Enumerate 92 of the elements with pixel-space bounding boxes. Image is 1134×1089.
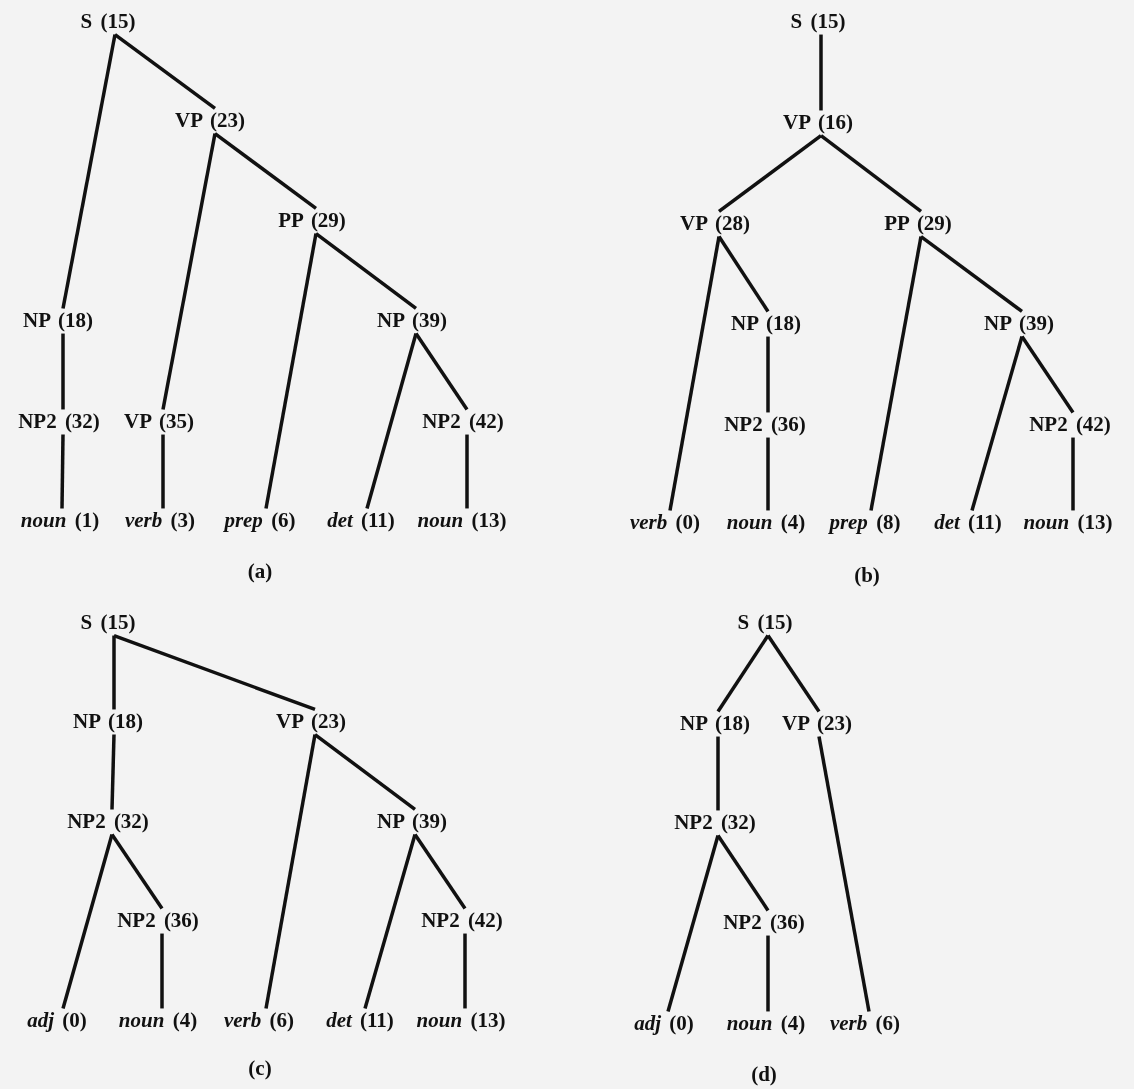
tree-branch-line: [666, 835, 720, 1012]
tree-node-label: VP (23): [274, 710, 348, 734]
tree-node-label: verb (3): [123, 509, 197, 533]
tree-node-label: VP (23): [780, 712, 854, 736]
tree-node-label: PP (29): [277, 209, 347, 233]
tree-node-label: NP2 (36): [722, 911, 806, 935]
tree-branch-line: [314, 232, 418, 310]
tree-node-label: prep (6): [223, 509, 297, 533]
tree-node-label: adj (0): [633, 1012, 695, 1036]
tree-node-label: adj (0): [26, 1009, 88, 1033]
subfigure-caption: (c): [247, 1057, 273, 1081]
tree-node-label: noun (1): [19, 509, 101, 533]
tree-node-label: NP2 (32): [673, 811, 757, 835]
tree-node-label: S (15): [79, 10, 137, 34]
tree-node-label: S (15): [736, 611, 794, 635]
tree-branch-line: [1020, 335, 1075, 414]
tree-branch-line: [819, 134, 923, 213]
tree-branch-line: [414, 332, 469, 411]
tree-node-label: NP (39): [375, 810, 449, 834]
tree-branch-line: [817, 736, 871, 1012]
tree-node-label: NP2 (42): [420, 909, 504, 933]
tree-node-label: PP (29): [883, 212, 953, 236]
tree-branch-line: [716, 634, 770, 713]
tree-branch-line: [716, 736, 720, 811]
tree-node-label: det (11): [325, 1009, 395, 1033]
tree-node-label: S (15): [79, 611, 137, 635]
tree-node-label: NP (18): [729, 312, 803, 336]
tree-branch-line: [970, 336, 1024, 511]
tree-branch-line: [819, 34, 823, 111]
tree-node-label: VP (23): [173, 109, 247, 133]
tree-node-label: VP (35): [122, 410, 196, 434]
tree-branch-line: [110, 833, 164, 910]
tree-node-label: noun (13): [1022, 511, 1114, 535]
tree-branch-line: [717, 134, 823, 213]
tree-node-label: det (11): [326, 509, 396, 533]
tree-branch-line: [463, 933, 467, 1009]
tree-node-label: verb (6): [222, 1009, 296, 1033]
tree-branch-line: [766, 634, 821, 713]
tree-branch-line: [61, 834, 114, 1009]
tree-branch-line: [61, 333, 65, 410]
tree-node-label: NP2 (36): [116, 909, 200, 933]
subfigure-caption: (b): [853, 564, 881, 588]
tree-branch-line: [766, 336, 770, 413]
tree-branch-line: [60, 434, 65, 509]
tree-branch-line: [365, 333, 418, 509]
tree-branch-line: [264, 734, 317, 1009]
tree-branch-line: [766, 437, 770, 511]
tree-node-label: verb (0): [628, 511, 702, 535]
tree-branch-line: [668, 236, 721, 511]
tree-branch-line: [113, 633, 316, 712]
tree-branch-line: [160, 933, 164, 1009]
tree-branch-line: [363, 834, 417, 1009]
tree-node-label: prep (8): [828, 511, 902, 535]
tree-node-label: NP2 (32): [66, 810, 150, 834]
tree-node-label: noun (13): [415, 1009, 507, 1033]
tree-node-label: NP2 (32): [17, 410, 101, 434]
tree-node-label: NP2 (42): [1028, 413, 1112, 437]
tree-branch-line: [213, 132, 318, 210]
tree-branch-line: [112, 635, 116, 710]
tree-node-label: VP (16): [781, 111, 855, 135]
tree-node-label: noun (4): [725, 511, 807, 535]
tree-branch-line: [716, 834, 770, 912]
tree-node-label: noun (4): [117, 1009, 199, 1033]
tree-branch-line: [465, 434, 469, 509]
tree-node-label: NP (18): [21, 309, 95, 333]
tree-node-label: VP (28): [678, 212, 752, 236]
tree-branch-line: [61, 34, 117, 309]
tree-branch-line: [161, 133, 217, 410]
tree-node-label: noun (4): [725, 1012, 807, 1036]
tree-branch-line: [313, 733, 417, 811]
tree-branch-line: [1071, 437, 1075, 511]
tree-node-label: NP (39): [982, 312, 1056, 336]
tree-branch-line: [413, 833, 467, 910]
tree-branch-line: [113, 33, 217, 110]
tree-branch-line: [766, 935, 770, 1012]
tree-branch-line: [161, 434, 165, 509]
tree-node-label: verb (6): [828, 1012, 902, 1036]
tree-node-label: NP2 (36): [723, 413, 807, 437]
tree-branch-line: [869, 236, 923, 511]
tree-node-label: S (15): [789, 10, 847, 34]
tree-branch-line: [264, 233, 318, 509]
tree-branch-line: [110, 734, 116, 810]
tree-node-label: NP (39): [375, 309, 449, 333]
tree-node-label: noun (13): [416, 509, 508, 533]
tree-branch-line: [717, 235, 770, 313]
tree-branch-line: [919, 235, 1024, 313]
tree-node-label: NP (18): [678, 712, 752, 736]
tree-node-label: det (11): [933, 511, 1003, 535]
tree-node-label: NP (18): [71, 710, 145, 734]
subfigure-caption: (d): [750, 1063, 778, 1087]
tree-node-label: NP2 (42): [421, 410, 505, 434]
subfigure-caption: (a): [246, 560, 274, 584]
